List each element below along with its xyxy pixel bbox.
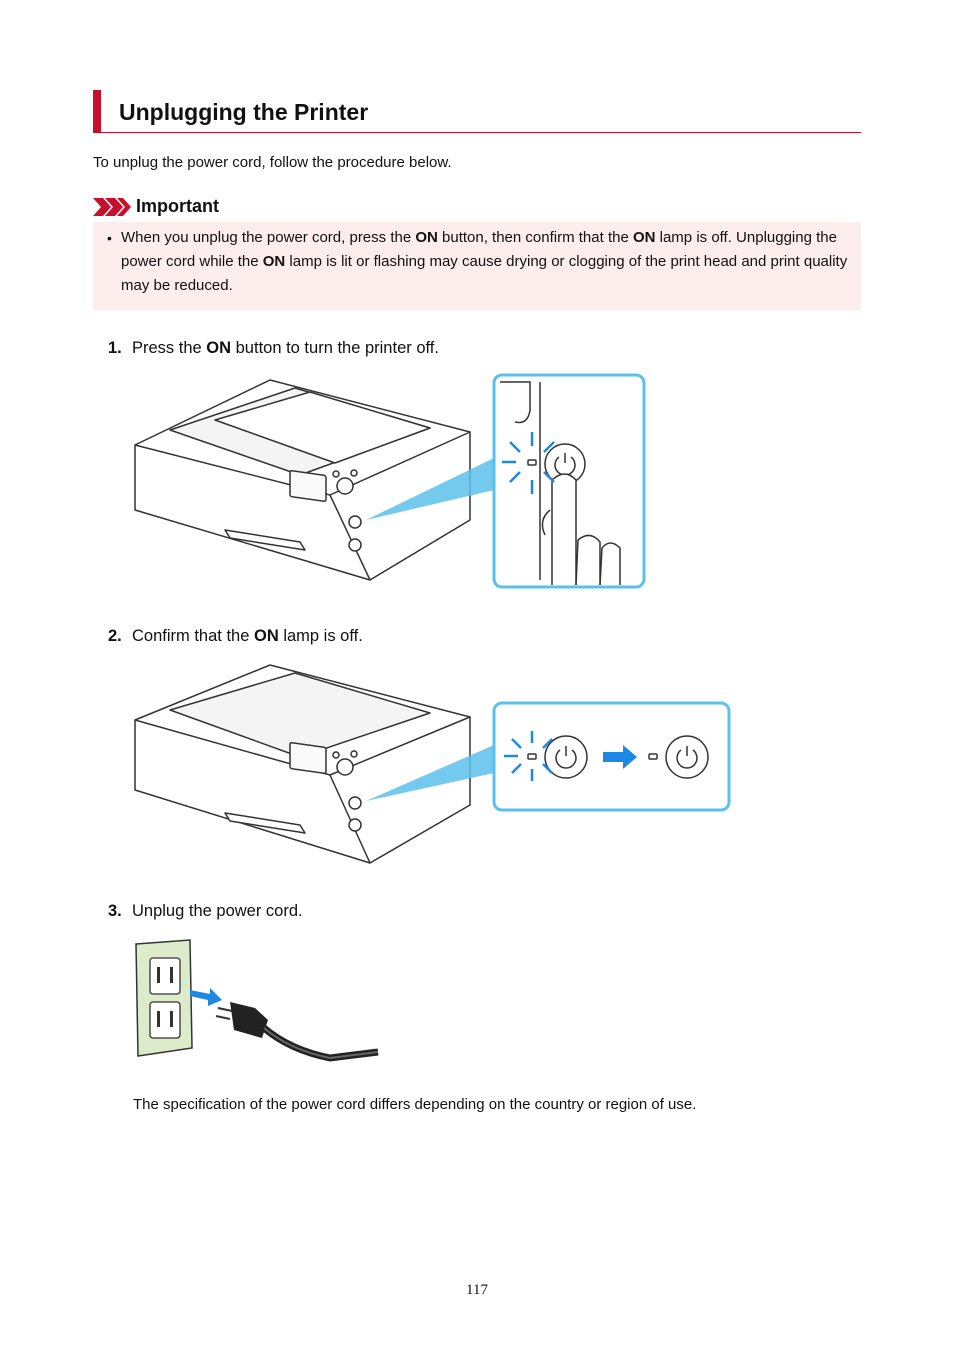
- outlet-plug-illustration: [135, 939, 379, 1062]
- page-number: 117: [466, 1282, 488, 1298]
- step-3: 3.Unplug the power cord.: [108, 902, 303, 920]
- step-1: 1.Press the ON button to turn the printe…: [108, 339, 439, 357]
- printer-illustration-1: [134, 373, 646, 589]
- important-text: When you unplug the power cord, press th…: [121, 229, 848, 294]
- important-box: • When you unplug the power cord, press …: [93, 222, 861, 310]
- important-chevrons-icon: [93, 198, 131, 216]
- section-heading: Unplugging the Printer: [93, 90, 861, 134]
- bullet: •: [107, 230, 112, 246]
- heading-underline: [93, 132, 861, 133]
- step-2: 2.Confirm that the ON lamp is off.: [108, 627, 363, 645]
- intro-text: To unplug the power cord, follow the pro…: [93, 154, 452, 171]
- power-cord-note: The specification of the power cord diff…: [133, 1096, 697, 1113]
- heading-accent-bar: [93, 90, 101, 132]
- printer-illustration-2: [134, 664, 731, 864]
- important-label: Important: [136, 196, 219, 216]
- page-title: Unplugging the Printer: [119, 99, 369, 125]
